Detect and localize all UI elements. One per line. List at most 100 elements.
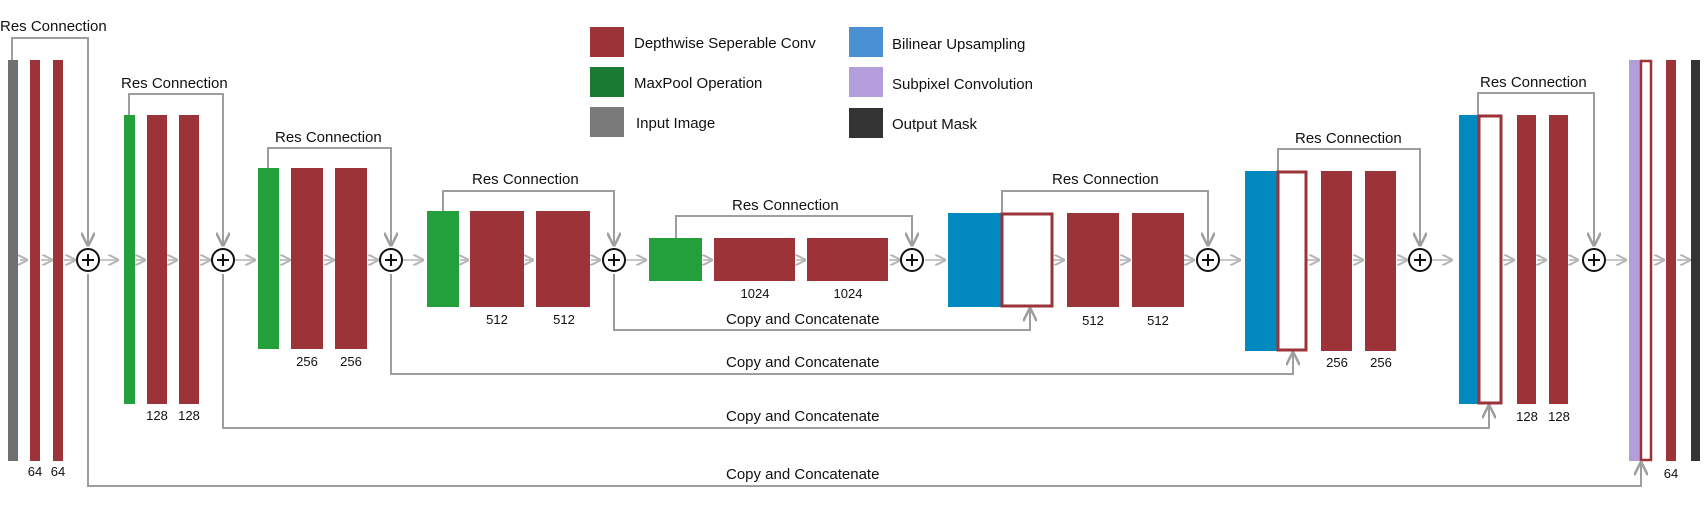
copy-concat-label-4: Copy and Concatenate [726, 466, 879, 483]
add-node-3 [379, 248, 403, 272]
res-connection-line-7 [1277, 148, 1420, 245]
channel-label-128-b: 128 [178, 408, 200, 423]
channel-label-256-b: 256 [340, 354, 362, 369]
channel-label-256-d: 256 [1370, 355, 1392, 370]
output-mask-block [1691, 60, 1700, 461]
skip-connection-line-1 [613, 274, 1030, 331]
concat-block-4 [1639, 59, 1653, 462]
conv-block-1024-a [714, 238, 795, 281]
legend-swatch-input [590, 107, 624, 137]
legend-label-bilinear: Bilinear Upsampling [892, 36, 1025, 53]
add-node-2 [211, 248, 235, 272]
conv-block-128-d [1549, 115, 1568, 404]
addition-nodes [76, 248, 1606, 272]
res-connections [11, 37, 1594, 245]
upsample-block-3 [1459, 115, 1478, 404]
input-image-block [8, 60, 18, 461]
channel-labels: 64 64 128 128 256 256 512 512 1024 1024 … [28, 286, 1678, 481]
encoder [8, 60, 888, 461]
conv-block-128-b [179, 115, 199, 404]
conv-block-256-a [291, 168, 323, 349]
legend-label-input: Input Image [636, 115, 715, 132]
res-connection-line-8 [1477, 92, 1594, 245]
copy-concat-label-3: Copy and Concatenate [726, 408, 879, 425]
res-connection-label-6: Res Connection [1052, 171, 1159, 188]
res-connection-line-3 [267, 147, 391, 245]
conv-block-128-a [147, 115, 167, 404]
channel-label-512-d: 512 [1147, 313, 1169, 328]
conv-block-64-a [30, 60, 40, 461]
res-connection-label-7: Res Connection [1295, 130, 1402, 147]
channel-label-1024-b: 1024 [834, 286, 863, 301]
skip-connection-line-4 [87, 274, 1641, 487]
concat-block-1 [1000, 212, 1054, 308]
legend: Depthwise Seperable Conv MaxPool Operati… [590, 27, 1033, 138]
legend-label-maxpool: MaxPool Operation [634, 75, 762, 92]
channel-label-256-c: 256 [1326, 355, 1348, 370]
maxpool-block-2 [258, 168, 279, 349]
add-node-1 [76, 248, 100, 272]
concat-block-3 [1477, 114, 1503, 405]
res-connection-label-5: Res Connection [732, 197, 839, 214]
add-node-5 [900, 248, 924, 272]
copy-concat-label-1: Copy and Concatenate [726, 311, 879, 328]
conv-block-512-b [536, 211, 590, 307]
res-connection-line-1 [11, 37, 88, 245]
concat-block-2 [1276, 170, 1308, 352]
copy-concat-label-2: Copy and Concatenate [726, 354, 879, 371]
conv-block-1024-b [807, 238, 888, 281]
res-connection-label-8: Res Connection [1480, 74, 1587, 91]
legend-label-subpixel: Subpixel Convolution [892, 76, 1033, 93]
copy-concat-labels: Copy and Concatenate Copy and Concatenat… [726, 311, 879, 483]
legend-label-output: Output Mask [892, 116, 978, 133]
conv-block-128-c [1517, 115, 1536, 404]
channel-label-512-c: 512 [1082, 313, 1104, 328]
maxpool-block-1 [124, 115, 135, 404]
conv-block-256-c [1321, 171, 1352, 351]
legend-swatch-depthwise [590, 27, 624, 57]
channel-label-128-a: 128 [146, 408, 168, 423]
legend-swatch-subpixel [849, 67, 883, 97]
conv-block-64-c [1666, 60, 1676, 461]
add-node-8 [1582, 248, 1606, 272]
res-connection-label-2: Res Connection [121, 75, 228, 92]
conv-block-512-a [470, 211, 524, 307]
decoder [948, 59, 1700, 462]
conv-block-256-b [335, 168, 367, 349]
conv-block-256-d [1365, 171, 1396, 351]
maxpool-block-3 [427, 211, 459, 307]
res-connection-line-4 [442, 190, 614, 245]
add-node-4 [602, 248, 626, 272]
channel-label-64-b: 64 [51, 464, 65, 479]
channel-label-512-a: 512 [486, 312, 508, 327]
legend-swatch-output [849, 108, 883, 138]
add-node-6 [1196, 248, 1220, 272]
subpixel-block [1629, 60, 1640, 461]
maxpool-block-4 [649, 238, 702, 281]
res-connection-label-1: Res Connection [0, 18, 107, 35]
legend-label-depthwise: Depthwise Seperable Conv [634, 35, 816, 52]
channel-label-128-d: 128 [1548, 409, 1570, 424]
channel-label-256-a: 256 [296, 354, 318, 369]
channel-label-128-c: 128 [1516, 409, 1538, 424]
upsample-block-1 [948, 213, 1002, 307]
skip-connection-line-3 [222, 274, 1489, 429]
upsample-block-2 [1245, 171, 1278, 351]
res-connection-label-4: Res Connection [472, 171, 579, 188]
conv-block-64-b [53, 60, 63, 461]
add-node-7 [1408, 248, 1432, 272]
res-connection-line-5 [675, 215, 912, 245]
legend-swatch-maxpool [590, 67, 624, 97]
channel-label-64-c: 64 [1664, 466, 1678, 481]
skip-connections [87, 274, 1641, 487]
channel-label-512-b: 512 [553, 312, 575, 327]
channel-label-64-a: 64 [28, 464, 42, 479]
res-connection-label-3: Res Connection [275, 129, 382, 146]
res-connection-line-6 [1001, 190, 1208, 245]
legend-swatch-bilinear [849, 27, 883, 57]
res-connection-labels: Res Connection Res Connection Res Connec… [0, 18, 1587, 214]
skip-connection-line-2 [390, 274, 1293, 375]
conv-block-512-c [1067, 213, 1119, 307]
res-connection-line-2 [128, 93, 223, 245]
